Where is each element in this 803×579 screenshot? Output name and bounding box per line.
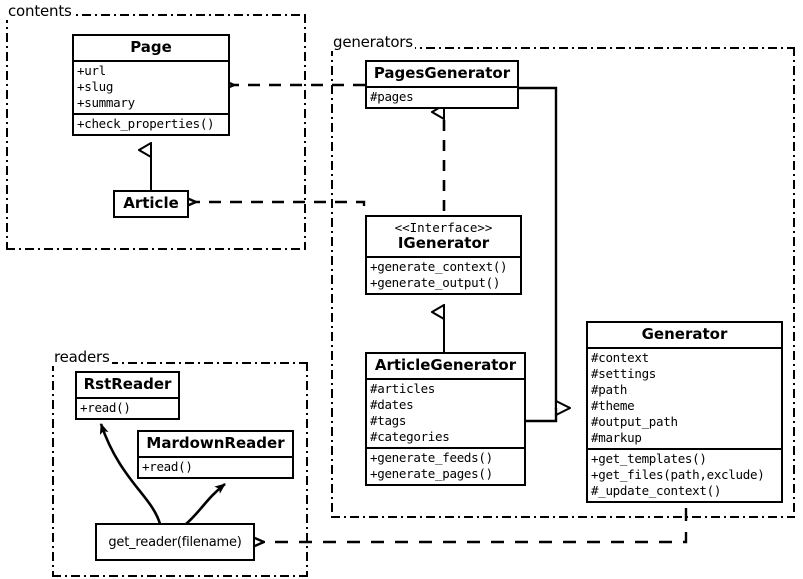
attribute-row: +url: [77, 63, 106, 79]
class-title-igenerator: <<Interface>> IGenerator: [367, 217, 520, 256]
class-box-pages-generator[interactable]: PagesGenerator #pages: [365, 60, 519, 110]
attribute-row: +slug: [77, 79, 114, 95]
attribute-row: #path: [591, 382, 628, 398]
class-attributes-page: +url +slug +summary: [74, 60, 228, 113]
attribute-row: #pages: [370, 89, 414, 105]
operation-row: +check_properties(): [77, 116, 215, 132]
class-box-page[interactable]: Page +url +slug +summary +check_properti…: [72, 34, 230, 137]
attribute-row: #theme: [591, 398, 635, 414]
attribute-row: #articles: [370, 381, 436, 397]
class-operations-igenerator: +generate_context() +generate_output(): [367, 256, 520, 293]
operation-row: +generate_context(): [370, 259, 508, 275]
class-name-igenerator: IGenerator: [397, 234, 490, 252]
attribute-row: #output_path: [591, 414, 678, 430]
attribute-row: #dates: [370, 397, 414, 413]
class-stereotype-igenerator: <<Interface>>: [394, 220, 493, 235]
class-box-generator[interactable]: Generator #context #settings #path #them…: [586, 321, 783, 504]
operation-row: +get_files(path,exclude): [591, 467, 765, 483]
class-box-rst-reader[interactable]: RstReader +read(): [75, 371, 180, 421]
class-title-page: Page: [130, 38, 172, 56]
class-operations-rst-reader: +read(): [77, 397, 178, 418]
function-box-get-reader[interactable]: get_reader(filename): [95, 523, 255, 561]
package-label-contents: contents: [6, 2, 74, 20]
class-box-article-generator[interactable]: ArticleGenerator #articles #dates #tags …: [365, 352, 526, 487]
operation-row: +generate_output(): [370, 275, 501, 291]
package-label-readers: readers: [52, 348, 112, 366]
class-attributes-pages-generator: #pages: [367, 86, 517, 107]
operation-row: #_update_context(): [591, 483, 722, 499]
operation-row: +get_templates(): [591, 451, 707, 467]
class-title-article: Article: [123, 194, 179, 212]
operation-row: +generate_pages(): [370, 466, 493, 482]
operation-row: +read(): [80, 400, 131, 416]
attribute-row: #context: [591, 350, 649, 366]
package-label-generators: generators: [331, 33, 415, 51]
attribute-row: +summary: [77, 95, 135, 111]
attribute-row: #tags: [370, 413, 407, 429]
class-operations-page: +check_properties(): [74, 113, 228, 134]
class-attributes-article-generator: #articles #dates #tags #categories: [367, 378, 524, 447]
class-operations-article-generator: +generate_feeds() +generate_pages(): [367, 447, 524, 484]
class-operations-mardown-reader: +read(): [139, 456, 292, 477]
class-title-pages-generator: PagesGenerator: [373, 64, 511, 82]
class-box-igenerator[interactable]: <<Interface>> IGenerator +generate_conte…: [365, 215, 522, 296]
attribute-row: #markup: [591, 430, 642, 446]
class-title-generator: Generator: [641, 325, 728, 343]
class-title-rst-reader: RstReader: [83, 375, 172, 393]
operation-row: +generate_feeds(): [370, 450, 493, 466]
class-box-article[interactable]: Article: [113, 190, 189, 219]
class-title-mardown-reader: MardownReader: [146, 434, 285, 452]
class-operations-generator: +get_templates() +get_files(path,exclude…: [588, 448, 781, 501]
class-box-mardown-reader[interactable]: MardownReader +read(): [137, 430, 294, 480]
attribute-row: #settings: [591, 366, 657, 382]
class-attributes-generator: #context #settings #path #theme #output_…: [588, 347, 781, 448]
operation-row: +read(): [142, 459, 193, 475]
attribute-row: #categories: [370, 429, 450, 445]
class-title-article-generator: ArticleGenerator: [374, 356, 517, 374]
